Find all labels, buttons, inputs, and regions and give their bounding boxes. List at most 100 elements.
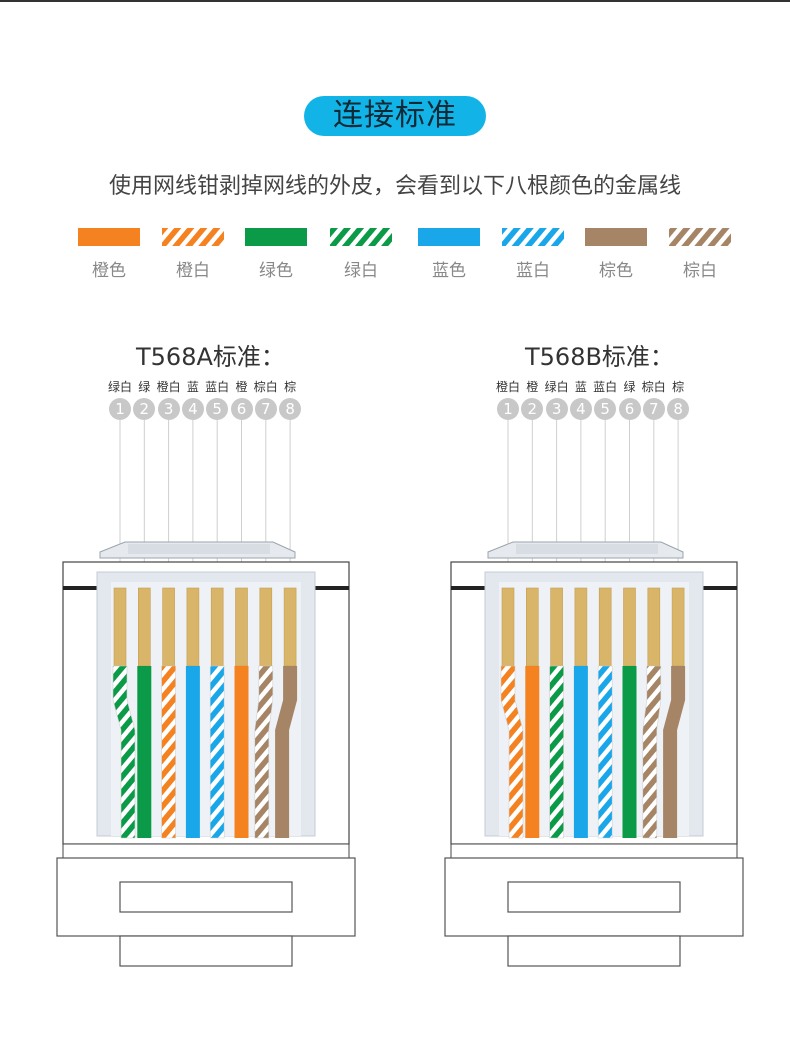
pin-color-label: 蓝 [186, 380, 199, 394]
legend-label: 棕白 [683, 261, 717, 281]
connector-shape [209, 665, 225, 839]
legend-label: 蓝白 [516, 261, 550, 281]
connector-shape [254, 665, 274, 839]
connector-shape [210, 587, 224, 667]
connector-shape [451, 586, 485, 590]
connector-shape [525, 666, 540, 838]
legend-label: 橙色 [92, 261, 126, 281]
wire-5 [597, 587, 613, 839]
connector-shape [161, 665, 176, 839]
connector-shape [137, 666, 152, 838]
wire-2 [137, 587, 152, 838]
pin-number-badge: 5 [206, 398, 229, 420]
legend-swatch-5 [418, 228, 480, 246]
connector-shape [162, 587, 175, 667]
pin-number-badge: 1 [497, 398, 519, 420]
wire-5 [209, 587, 225, 839]
connector-shape [642, 665, 662, 839]
pin-color-label: 橙白 [156, 380, 181, 394]
connector-shape [112, 665, 136, 839]
legend-swatch-1 [78, 228, 140, 246]
pin-number-badge: 8 [667, 398, 690, 420]
wire-6 [622, 587, 637, 838]
pin-number-badge: 4 [181, 398, 204, 420]
legend-swatch-2 [162, 228, 224, 246]
pin-color-label: 蓝白 [593, 380, 618, 394]
wire-7 [254, 587, 274, 839]
connector-shape [623, 587, 636, 667]
pin-color-label: 绿 [623, 380, 636, 394]
pin-color-label: 棕白 [641, 380, 666, 394]
connector-shape [663, 666, 686, 838]
pin-color-label: 蓝白 [205, 380, 230, 394]
connector-shape [622, 666, 637, 838]
pin-number-badge: 8 [279, 398, 302, 420]
connector-shape [598, 587, 612, 667]
pin-number-badge: 7 [642, 398, 665, 420]
pin-number-badge: 4 [569, 398, 592, 420]
connector-shape [275, 666, 298, 838]
pin-number-badge: 1 [109, 398, 131, 420]
connector-shape [63, 586, 97, 590]
standard-title: T568B标准： [525, 343, 674, 371]
wire-7 [642, 587, 662, 839]
legend-label: 蓝色 [432, 261, 466, 281]
connector-shape [550, 587, 563, 667]
legend-label: 绿白 [344, 261, 378, 281]
pin-color-label: 橙白 [495, 380, 521, 394]
legend-swatch-8 [669, 228, 731, 246]
page-title: 连接标准 [304, 96, 486, 136]
pin-number-badge: 2 [521, 398, 544, 420]
connector-shape [315, 586, 349, 590]
connector-shape [525, 587, 539, 667]
connector-shape [119, 935, 293, 967]
pin-color-label: 绿 [138, 380, 151, 394]
connector-shape [516, 544, 658, 554]
wire-1 [500, 587, 524, 839]
page-subtitle: 使用网线钳剥掉网线的外皮，会看到以下八根颜色的金属线 [108, 174, 681, 199]
color-legend [78, 228, 731, 246]
pin-color-label: 棕白 [253, 380, 278, 394]
connector-shape [185, 666, 200, 838]
pin-color-label: 橙 [526, 380, 539, 394]
connector-shape [507, 935, 681, 967]
connector-shape [671, 587, 685, 667]
connector-shape [138, 587, 151, 667]
pin-number-badge: 2 [133, 398, 156, 420]
pin-number-badge: 3 [545, 398, 568, 420]
connector-shape [500, 665, 524, 839]
pin-number-badge: 3 [157, 398, 180, 420]
pin-color-label: 橙 [235, 380, 248, 394]
pin-color-label: 绿白 [107, 380, 133, 394]
legend-label: 棕色 [599, 261, 633, 281]
connector-shape [283, 587, 297, 667]
connector-shape [113, 587, 127, 667]
top-rule [0, 0, 790, 2]
pin-color-label: 绿白 [544, 380, 569, 394]
standard-title: T568A标准： [136, 343, 285, 371]
wire-3 [549, 587, 564, 839]
connector-shape [703, 586, 737, 590]
connector-shape [62, 843, 350, 859]
pin-number-badge: 6 [618, 398, 641, 420]
connector-shape [597, 665, 613, 839]
connector-shape [119, 881, 293, 913]
pin-number-badge: 7 [254, 398, 277, 420]
legend-swatch-4 [330, 228, 392, 246]
legend-label: 橙白 [176, 261, 210, 281]
connector-t568a [56, 420, 356, 967]
connector-shape [186, 587, 200, 667]
wire-8 [275, 587, 298, 838]
connector-shape [235, 587, 248, 667]
pin-number-badge: 6 [230, 398, 253, 420]
wire-8 [663, 587, 686, 838]
legend-swatch-7 [585, 228, 647, 246]
connector-shape [56, 857, 356, 937]
connector-shape [573, 666, 588, 838]
wire-1 [112, 587, 136, 839]
pin-color-label: 蓝 [574, 380, 587, 394]
wire-2 [525, 587, 540, 838]
pin-number-badge: 5 [594, 398, 617, 420]
legend-label: 绿色 [259, 261, 293, 281]
